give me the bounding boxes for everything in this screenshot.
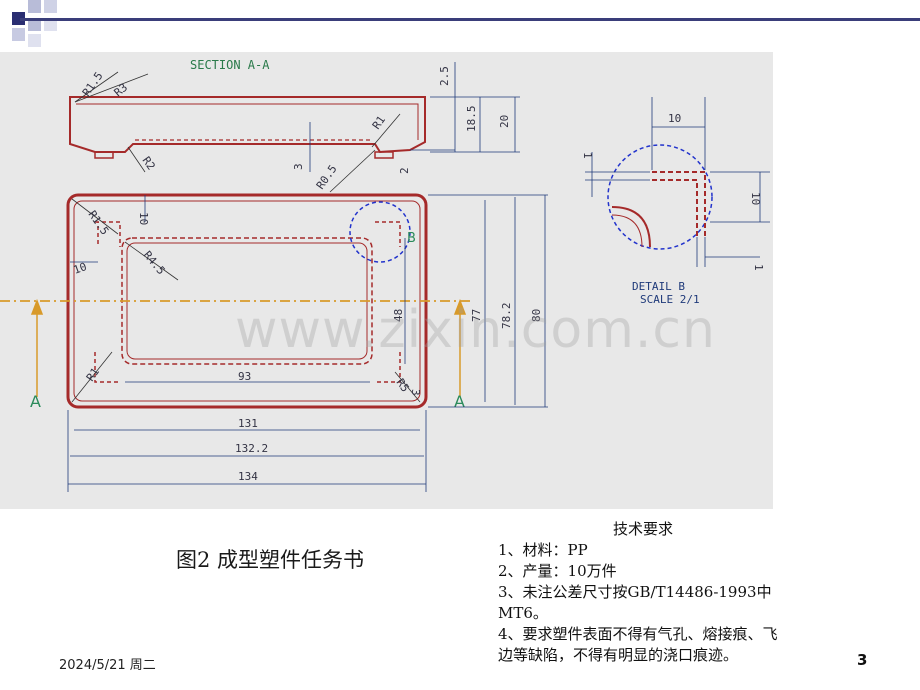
section-marker-right: A <box>454 392 465 411</box>
header-square-3 <box>44 0 57 13</box>
section-marker-left: A <box>30 392 41 411</box>
dim-3: 3 <box>292 163 305 170</box>
header-rule <box>20 18 920 21</box>
header-square-1 <box>12 12 25 25</box>
footer-date: 2024/5/21 周二 <box>59 658 156 673</box>
dim-18-5: 18.5 <box>465 106 478 133</box>
dim-r0-5: R0.5 <box>314 163 340 192</box>
technical-requirements: 技术要求 1、材料：PP 2、产量：10万件 3、未注公差尺寸按GB/T1448… <box>498 519 783 666</box>
detail-label: DETAIL B <box>632 280 685 293</box>
detail-scale-label: SCALE 2/1 <box>640 293 700 306</box>
detail-b-geometry <box>652 171 706 237</box>
dim-2-5: 2.5 <box>438 66 451 86</box>
detail-dim-1-left: 1 <box>581 152 594 159</box>
dim-131: 131 <box>238 417 258 430</box>
requirement-item: 2、产量：10万件 <box>498 562 617 580</box>
dim-r1-5: R1.5 <box>80 70 106 99</box>
dim-2: 2 <box>398 167 411 174</box>
dim-10-top: 10 <box>137 212 150 225</box>
detail-dim-10-vertical: 10 <box>749 192 762 205</box>
detail-b-circle <box>607 144 713 250</box>
dim-r1: R1 <box>370 113 388 131</box>
detail-b-callout-circle <box>349 201 411 263</box>
dim-48: 48 <box>392 309 405 322</box>
dim-78-2: 78.2 <box>500 303 513 330</box>
detail-dim-1-bottom: 1 <box>752 264 765 271</box>
dim-r5: R5 <box>394 376 412 394</box>
requirement-item: 4、要求塑件表面不得有气孔、熔接痕、飞边等缺陷，不得有明显的浇口痕迹。 <box>498 625 778 664</box>
header-square-2 <box>28 0 41 13</box>
dim-132-2: 132.2 <box>235 442 268 455</box>
dim-80: 80 <box>530 309 543 322</box>
dim-77: 77 <box>470 309 483 322</box>
dim-3-corner: 3 <box>409 389 422 396</box>
section-title: SECTION A-A <box>190 58 270 72</box>
requirement-item: 3、未注公差尺寸按GB/T14486-1993中MT6。 <box>498 583 772 622</box>
dim-plan-r1: R1 <box>84 365 102 383</box>
header-square-6 <box>12 28 25 41</box>
requirements-title: 技术要求 <box>612 520 673 538</box>
header-square-4 <box>28 18 41 31</box>
figure-caption: 图2 成型塑件任务书 <box>176 548 365 572</box>
detail-b-marker: B <box>407 231 416 246</box>
page-number: 3 <box>857 651 868 669</box>
dim-plan-r1-5: R1.5 <box>86 208 112 237</box>
detail-dim-10: 10 <box>668 112 681 125</box>
engineering-drawing: SECTION A-A R1.5 R3 R2 R1 R0.5 2.5 18.5 … <box>0 52 773 509</box>
dim-r4-5: R4.5 <box>141 249 168 278</box>
dim-134: 134 <box>238 470 258 483</box>
dim-20: 20 <box>498 115 511 128</box>
header-square-7 <box>28 34 41 47</box>
requirement-item: 1、材料：PP <box>498 541 588 559</box>
dim-93: 93 <box>238 370 251 383</box>
watermark: www.zixin.com.cn <box>235 300 716 360</box>
header-square-5 <box>44 18 57 31</box>
dim-r2: R2 <box>140 154 158 172</box>
dim-10-left: 10 <box>72 260 89 277</box>
